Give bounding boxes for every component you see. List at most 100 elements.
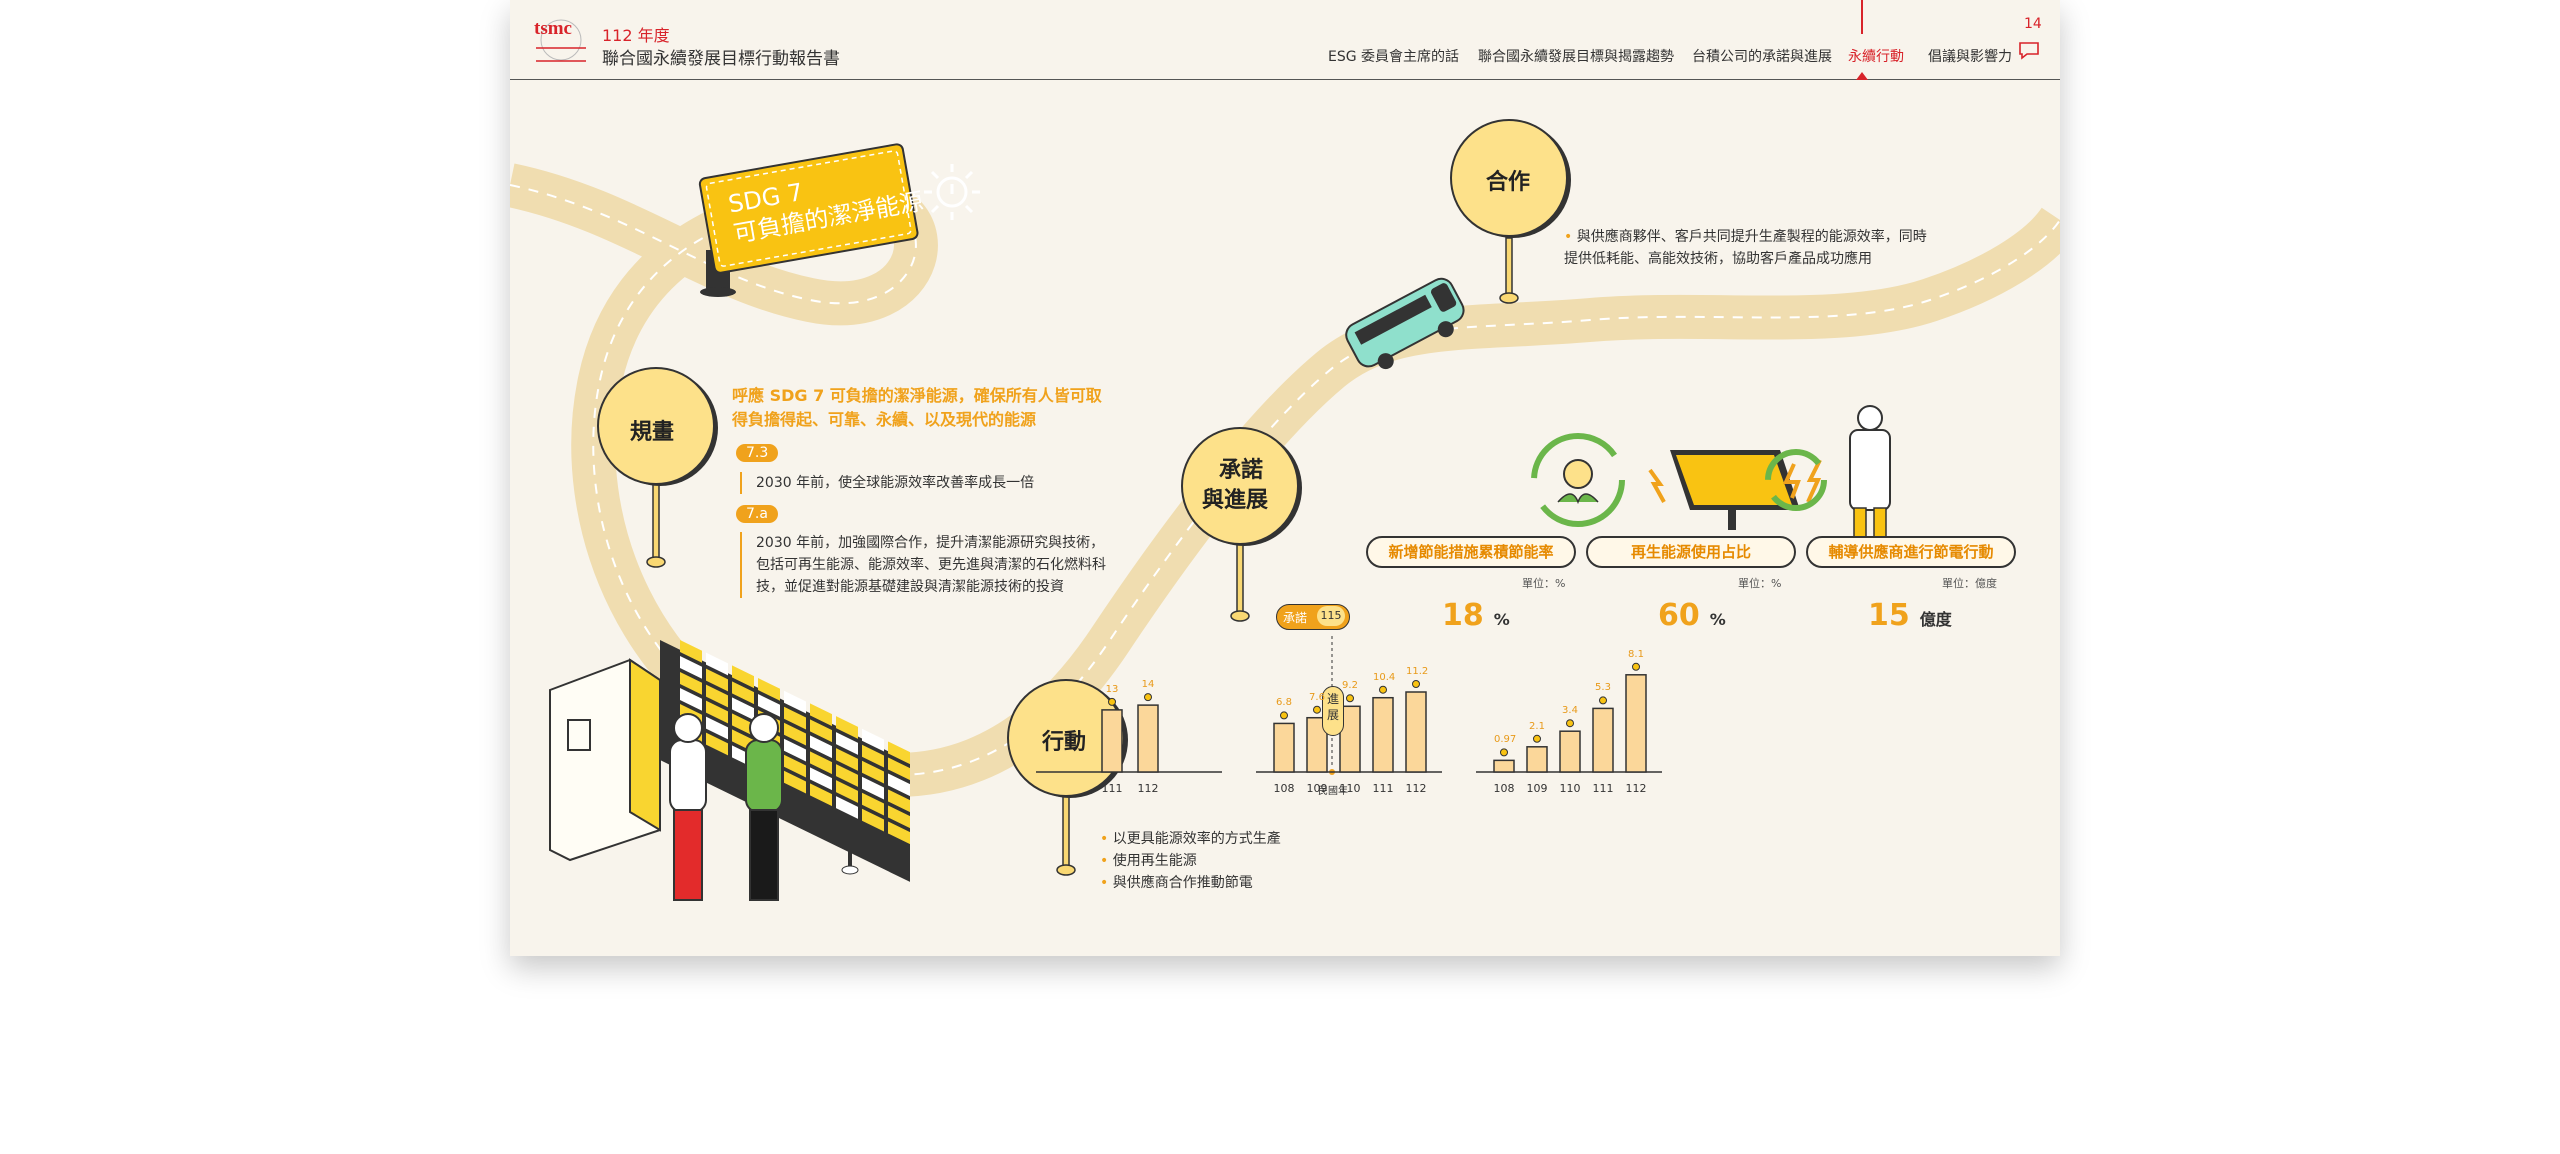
chart-bar-marker — [1280, 711, 1288, 720]
chart-bar — [1372, 696, 1394, 773]
chart-tick-label: 109 — [1306, 782, 1328, 795]
commitment-legend-year: 115 — [1317, 606, 1345, 626]
chart-tick-label: 109 — [1526, 782, 1548, 795]
target-7-3-badge: 7.3 — [736, 444, 779, 462]
cooperation-desc: 與供應商夥伴、客戶共同提升生產製程的能源效率，同時提供低耗能、高能效技術，協助客… — [1564, 229, 1927, 267]
target-number: 15 — [1868, 598, 1910, 633]
chart-bar-marker — [1500, 748, 1508, 757]
target-number: 60 — [1658, 598, 1700, 633]
metric-title-renewable: 再生能源使用占比 — [1586, 536, 1796, 568]
chart-value-label: 0.97 — [1494, 734, 1517, 746]
signpost-coop-label: 合作 — [1486, 170, 1531, 195]
nav-sdg-trends[interactable]: 聯合國永續發展目標與揭露趨勢 — [1478, 49, 1674, 65]
chart-tick-label: 112 — [1405, 782, 1427, 795]
active-nav-arrow — [1856, 72, 1868, 80]
target-7-3-text: 2030 年前，使全球能源效率改善率成長一倍 — [740, 472, 1120, 494]
signpost-plan — [597, 367, 718, 568]
signpost-commitment-line2: 與進展 — [1201, 488, 1268, 513]
commitment-legend: 承諾 115 — [1276, 604, 1350, 630]
target-unit: % — [1709, 610, 1726, 629]
target-unit: % — [1493, 610, 1510, 629]
chart-tick-label: 108 — [1493, 782, 1515, 795]
metric-title-supplier: 輔導供應商進行節電行動 — [1806, 536, 2016, 568]
target-7-a-text: 2030 年前，加強國際合作，提升清潔能源研究與技術，包括可再生能源、能源效率、… — [740, 532, 1106, 598]
report-page: tsmc 112 年度 聯合國永續發展目標行動報告書 ESG 委員會主席的話 聯… — [510, 0, 2060, 956]
sun-power-icon — [924, 164, 980, 220]
chart-value-label: 8.1 — [1628, 648, 1644, 660]
workers-illustration — [669, 713, 783, 901]
sdg-sign — [698, 143, 980, 297]
chart-value-label: 2.1 — [1529, 720, 1545, 732]
action-item: • 與供應商合作推動節電 — [1100, 875, 1253, 891]
chart-value-label: 11.2 — [1406, 666, 1429, 677]
chart-bar — [1273, 722, 1295, 773]
chart-bar-marker — [1632, 662, 1640, 671]
nav-chairman-message[interactable]: ESG 委員會主席的話 — [1328, 49, 1460, 65]
chart-bar — [1306, 716, 1328, 773]
action-item: • 使用再生能源 — [1100, 853, 1197, 869]
signpost-action — [1007, 679, 1128, 876]
chart-bar-marker — [1533, 734, 1541, 743]
chart-bar — [1625, 674, 1647, 773]
chart-value-label: 7.6 — [1309, 691, 1325, 703]
chart-tick-label: 108 — [1273, 782, 1295, 795]
target-value-energy-saving: 18% — [1442, 598, 1510, 633]
chart-tick-label: 110 — [1559, 782, 1581, 795]
signpost-coop — [1450, 119, 1571, 304]
chart-bar-marker — [1599, 696, 1607, 705]
chart-bar — [1592, 707, 1614, 773]
chart-value-label: 13 — [1105, 683, 1119, 695]
chart-value-label: 14 — [1141, 679, 1155, 691]
chart-tick-label: 111 — [1372, 782, 1394, 795]
year-axis-label: 民國年 — [1318, 786, 1348, 797]
action-item-text: 使用再生能源 — [1112, 853, 1197, 869]
signpost-action-label: 行動 — [1042, 730, 1087, 755]
metric-unit: 單位：% — [1738, 577, 1782, 590]
cooperation-text: • 與供應商夥伴、客戶共同提升生產製程的能源效率，同時提供低耗能、高能效技術，協… — [1564, 229, 1927, 267]
report-title: 聯合國永續發展目標行動報告書 — [602, 49, 840, 69]
chart-value-label: 3.4 — [1562, 705, 1578, 717]
commitment-legend-label: 承諾 — [1283, 611, 1308, 625]
target-value-renewable: 60% — [1658, 598, 1726, 633]
progress-legend: 進展 — [1322, 686, 1344, 736]
chart-bar — [1405, 691, 1427, 773]
chart-bar-marker — [1346, 694, 1354, 703]
supplier-coach-icon — [1765, 405, 1891, 555]
tsmc-logo — [536, 19, 586, 62]
chart-bar — [1339, 705, 1361, 773]
chart-bar-marker — [1379, 685, 1387, 694]
bulb-recycle-icon — [1531, 433, 1625, 527]
active-nav-indicator — [1861, 0, 1863, 34]
chart-bar-marker — [1108, 697, 1116, 706]
chart-tick-label: 111 — [1592, 782, 1614, 795]
chart-bar-marker — [1313, 705, 1321, 714]
metric-title-energy-saving: 新增節能措施累積節能率 — [1366, 536, 1576, 568]
action-item-text: 以更具能源效率的方式生產 — [1112, 831, 1281, 847]
metric-unit: 單位：億度 — [1942, 577, 1997, 590]
chart-tick-label: 112 — [1137, 782, 1159, 795]
nav-initiatives[interactable]: 倡議與影響力 — [1928, 49, 2012, 65]
plan-intro: 呼應 SDG 7 可負擔的潔淨能源，確保所有人皆可取得負擔得起、可靠、永續、以及… — [732, 386, 1102, 429]
chart-bar — [1526, 746, 1548, 773]
nav-sustainability-actions[interactable]: 永續行動 — [1848, 49, 1904, 65]
metric-unit: 單位：% — [1522, 577, 1566, 590]
signpost-plan-label: 規畫 — [630, 420, 675, 445]
chart-value-label: 10.4 — [1373, 671, 1396, 683]
action-item-text: 與供應商合作推動節電 — [1112, 875, 1253, 891]
report-header: tsmc 112 年度 聯合國永續發展目標行動報告書 ESG 委員會主席的話 聯… — [510, 0, 2060, 80]
report-year: 112 年度 — [602, 26, 670, 45]
logo-text: tsmc — [534, 18, 572, 39]
chart-bar — [1137, 704, 1159, 773]
chart-bar-marker — [1412, 680, 1420, 688]
signpost-commitment-label: 承諾 與進展 — [1202, 456, 1272, 516]
chart-tick-label: 110 — [1339, 782, 1361, 795]
nav-commitments[interactable]: 台積公司的承諾與進展 — [1692, 49, 1832, 65]
feedback-icon[interactable] — [2018, 40, 2040, 60]
target-number: 18 — [1442, 598, 1484, 633]
signpost-commitment-line1: 承諾 — [1218, 458, 1263, 483]
page-number: 14 — [2024, 16, 2042, 32]
signpost-commitment — [1181, 427, 1302, 622]
target-7-a-badge: 7.a — [736, 505, 778, 523]
chart-bar — [1101, 709, 1123, 773]
solar-panel-icon — [1648, 450, 1822, 530]
